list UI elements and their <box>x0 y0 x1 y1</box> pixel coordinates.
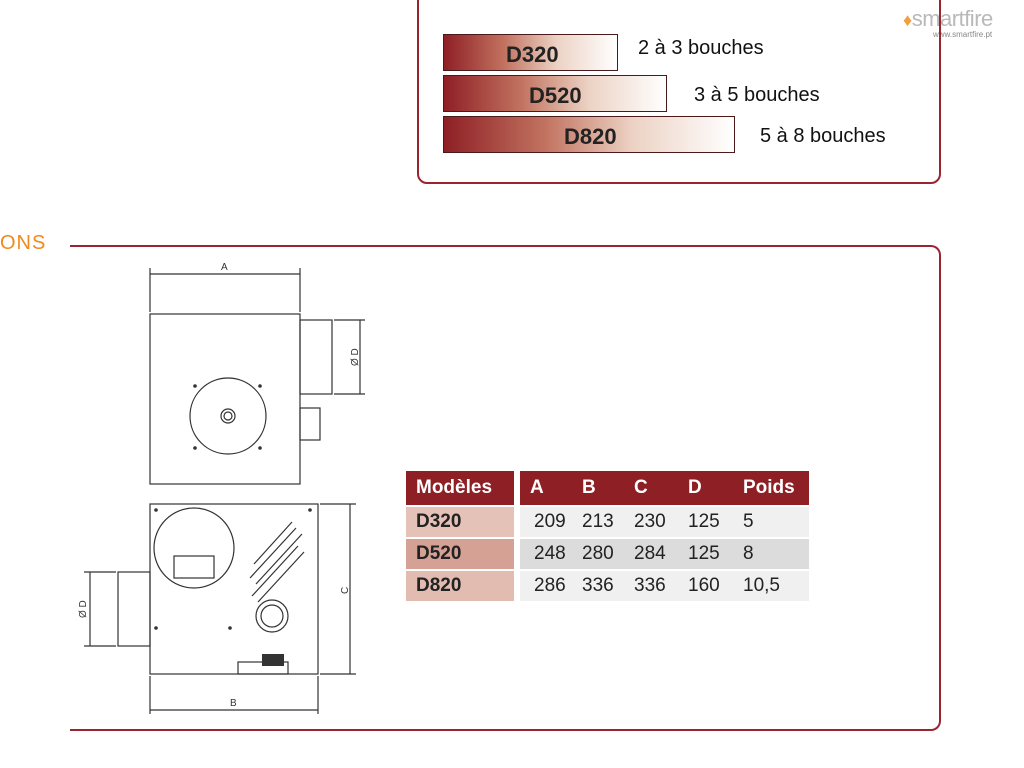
col-header-d: D <box>688 471 743 507</box>
brand-logo: ♦smartfire www.smartfire.pt <box>903 6 1018 40</box>
dim-label-d-top: Ø D <box>350 348 361 366</box>
cell-a: 209 <box>520 507 582 539</box>
col-header-a: A <box>520 471 582 507</box>
cell-c: 230 <box>634 507 688 539</box>
col-header-b: B <box>582 471 634 507</box>
fan-circle <box>189 377 267 455</box>
cell-weight: 10,5 <box>743 571 809 603</box>
cell-weight: 8 <box>743 539 809 571</box>
bar-caption: 5 à 8 bouches <box>760 125 886 147</box>
cell-c: 284 <box>634 539 688 571</box>
cell-c: 336 <box>634 571 688 603</box>
cell-a: 286 <box>520 571 582 603</box>
cell-model: D820 <box>406 571 514 603</box>
bar-caption: 2 à 3 bouches <box>638 37 764 59</box>
top-view-outlet <box>299 319 333 395</box>
logo-url: www.smartfire.pt <box>933 30 993 39</box>
table-header-row: Modèles A B C D Poids <box>406 471 809 507</box>
capacity-bar-d820: D820 <box>443 116 735 153</box>
col-header-models: Modèles <box>406 471 514 507</box>
dim-label-a: A <box>221 262 228 273</box>
capacity-bar-d320: D320 <box>443 34 618 71</box>
cell-b: 213 <box>582 507 634 539</box>
dim-label-c: C <box>340 587 351 594</box>
logo-name: smartfire <box>911 6 994 31</box>
bar-caption: 3 à 5 bouches <box>694 84 820 106</box>
cell-model: D320 <box>406 507 514 539</box>
cell-a: 248 <box>520 539 582 571</box>
capacity-bar-d520: D520 <box>443 75 667 112</box>
cell-weight: 5 <box>743 507 809 539</box>
flame-icon: ♦ <box>903 10 912 30</box>
col-header-c: C <box>634 471 688 507</box>
front-view-body <box>149 503 319 675</box>
section-title: ONS <box>0 232 47 254</box>
cell-model: D520 <box>406 539 514 571</box>
top-view-body <box>149 313 301 485</box>
technical-drawing: A B C Ø D Ø D <box>78 262 365 714</box>
table-row: D320 209 213 230 125 5 <box>406 507 809 539</box>
dim-label-d-bottom: Ø D <box>78 600 89 618</box>
dimensions-panel <box>70 245 941 731</box>
cell-d: 160 <box>688 571 743 603</box>
bar-model-label: D320 <box>506 42 559 67</box>
cell-b: 280 <box>582 539 634 571</box>
cell-d: 125 <box>688 507 743 539</box>
bar-model-label: D820 <box>564 124 617 149</box>
cell-d: 125 <box>688 539 743 571</box>
table-row: D520 248 280 284 125 8 <box>406 539 809 571</box>
cell-b: 336 <box>582 571 634 603</box>
dim-label-b: B <box>230 698 237 709</box>
specifications-table: Modèles A B C D Poids D320 209 213 230 1… <box>406 471 809 603</box>
front-view-inlet <box>117 571 151 647</box>
table-row: D820 286 336 336 160 10,5 <box>406 571 809 603</box>
capacity-panel <box>417 0 941 184</box>
col-header-weight: Poids <box>743 471 809 507</box>
bar-model-label: D520 <box>529 83 582 108</box>
